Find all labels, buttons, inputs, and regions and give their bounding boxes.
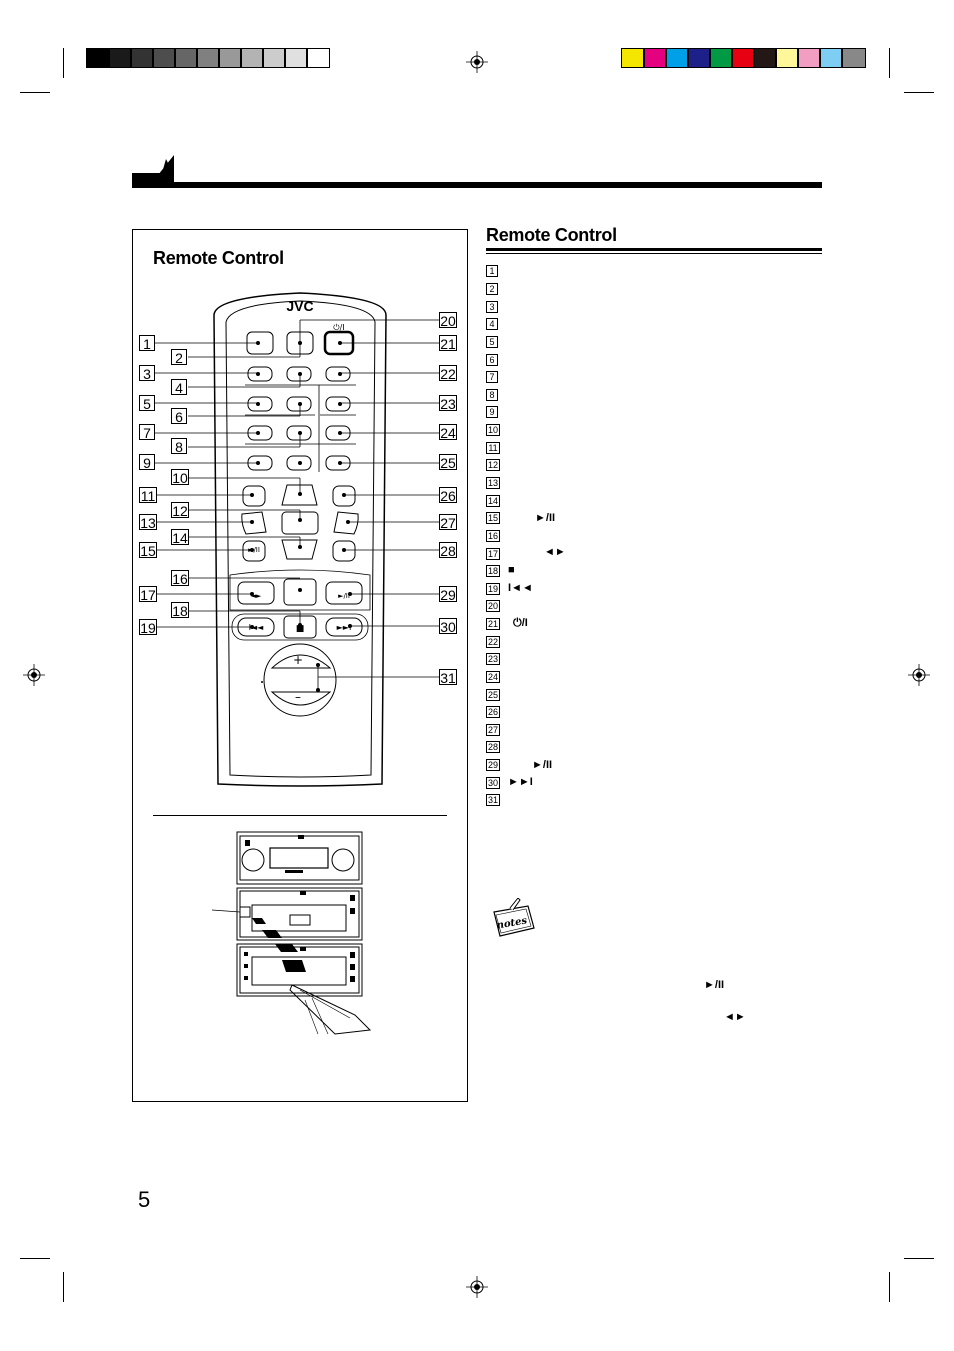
list-item: 13 xyxy=(486,477,500,489)
callout-10: 10 xyxy=(171,469,189,486)
list-item: 30 xyxy=(486,777,500,789)
play-pause-icon: ►/II xyxy=(704,979,725,991)
callout-21: 21 xyxy=(439,335,457,352)
callout-16: 16 xyxy=(171,570,189,587)
callout-19: 19 xyxy=(139,619,157,636)
list-item: 24 xyxy=(486,671,500,683)
list-item: 12 xyxy=(486,459,500,471)
list-item: 9 xyxy=(486,406,498,418)
fm-mode-icon: ◄► xyxy=(724,1011,746,1023)
registration-mark-icon xyxy=(466,51,488,73)
list-item: 23 xyxy=(486,653,500,665)
callout-14: 14 xyxy=(171,529,189,546)
registration-mark-icon xyxy=(23,664,45,686)
panel-divider xyxy=(153,815,447,816)
registration-mark-icon xyxy=(466,1276,488,1298)
remote-illustration: JVC ⏻/I ►/II ◄► ►/II I◄◄ ■ ►►I + – xyxy=(155,292,440,787)
list-item: 16 xyxy=(486,530,500,542)
list-item: 20 xyxy=(486,600,500,612)
list-item: 28 xyxy=(486,741,500,753)
callout-30: 30 xyxy=(439,618,457,635)
registration-mark-icon xyxy=(908,664,930,686)
system-illustration xyxy=(211,831,372,1035)
notes-icon: notes xyxy=(493,898,535,937)
play-pause-icon: ►/II xyxy=(532,759,553,771)
callout-2: 2 xyxy=(171,349,187,366)
list-item: 25 xyxy=(486,689,500,701)
volume-minus-icon: – xyxy=(295,690,301,704)
title-rule xyxy=(486,248,822,251)
callout-5: 5 xyxy=(139,395,155,412)
power-icon: ⏻/I xyxy=(513,617,528,629)
play-pause-icon: ►/II xyxy=(338,592,350,600)
left-panel xyxy=(132,229,468,1102)
list-item: 26 xyxy=(486,706,500,718)
list-item: 11 xyxy=(486,442,500,454)
play-pause-icon: ►/II xyxy=(535,512,556,524)
title-rule xyxy=(486,253,822,254)
header-rule xyxy=(132,155,822,188)
next-icon: ►►I xyxy=(508,776,533,788)
callout-15: 15 xyxy=(139,542,157,559)
list-item: 27 xyxy=(486,724,500,736)
stop-icon: ■ xyxy=(508,564,515,576)
callout-28: 28 xyxy=(439,542,457,559)
list-item: 17 xyxy=(486,548,500,560)
callout-31: 31 xyxy=(439,669,457,686)
left-panel-title: Remote Control xyxy=(153,248,284,268)
list-item: 7 xyxy=(486,371,498,383)
callout-7: 7 xyxy=(139,424,155,441)
callout-11: 11 xyxy=(139,487,157,504)
svg-text:notes: notes xyxy=(496,915,528,931)
callout-4: 4 xyxy=(171,379,187,396)
volume-plus-icon: + xyxy=(293,653,303,667)
callout-27: 27 xyxy=(439,514,457,531)
callout-26: 26 xyxy=(439,487,457,504)
callout-9: 9 xyxy=(139,454,155,471)
list-item: 22 xyxy=(486,636,500,648)
callout-1: 1 xyxy=(139,335,155,352)
callout-12: 12 xyxy=(171,502,189,519)
list-item: 1 xyxy=(486,265,498,277)
callout-3: 3 xyxy=(139,365,155,382)
right-panel-title: Remote Control xyxy=(486,225,617,245)
callout-20: 20 xyxy=(439,312,457,329)
power-symbol: ⏻/I xyxy=(333,323,344,332)
list-item: 19 xyxy=(486,583,500,595)
list-item: 6 xyxy=(486,354,498,366)
list-item: 2 xyxy=(486,283,498,295)
prev-icon: I◄◄ xyxy=(508,582,533,594)
callout-22: 22 xyxy=(439,365,457,382)
list-item: 10 xyxy=(486,424,500,436)
fm-mode-icon: ◄► xyxy=(544,546,566,558)
list-item: 5 xyxy=(486,336,498,348)
stop-icon: ■ xyxy=(296,624,305,634)
next-icon: ►►I xyxy=(337,623,352,632)
callout-8: 8 xyxy=(171,438,187,455)
list-item: 31 xyxy=(486,794,500,806)
fm-mode-icon: ◄► xyxy=(251,592,262,600)
prev-icon: I◄◄ xyxy=(249,623,265,632)
list-item: 14 xyxy=(486,495,500,507)
list-item: 4 xyxy=(486,318,498,330)
callout-18: 18 xyxy=(171,602,189,619)
callout-25: 25 xyxy=(439,454,457,471)
remote-brand: JVC xyxy=(286,298,313,314)
callout-24: 24 xyxy=(439,424,457,441)
list-item: 21 xyxy=(486,618,500,630)
callout-6: 6 xyxy=(171,408,187,425)
callout-17: 17 xyxy=(139,586,157,603)
list-item: 8 xyxy=(486,389,498,401)
callout-29: 29 xyxy=(439,586,457,603)
callout-23: 23 xyxy=(439,395,457,412)
list-item: 18 xyxy=(486,565,500,577)
callout-13: 13 xyxy=(139,514,157,531)
list-item: 3 xyxy=(486,301,498,313)
list-item: 15 xyxy=(486,512,500,524)
page-number: 5 xyxy=(138,1187,151,1212)
list-item: 29 xyxy=(486,759,500,771)
